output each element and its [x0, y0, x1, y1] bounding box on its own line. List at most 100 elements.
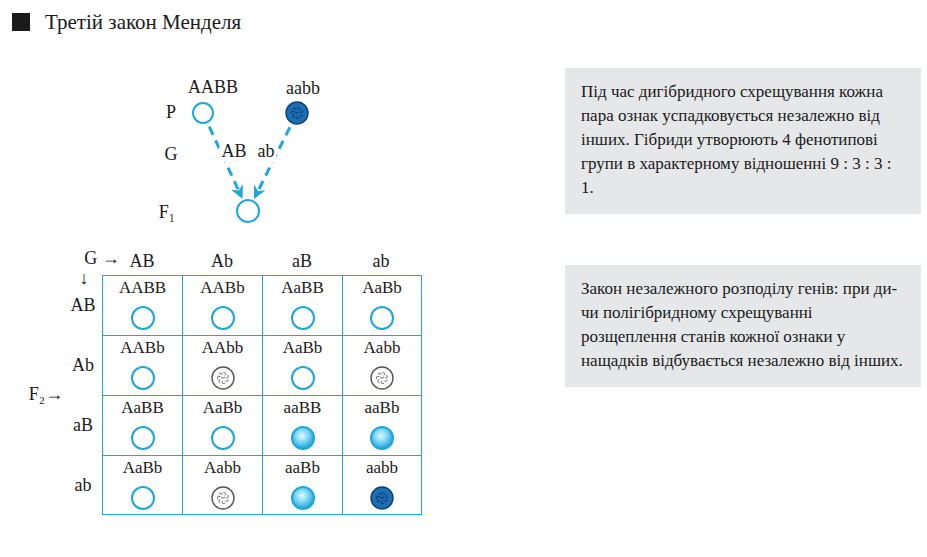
pea-outline: [292, 487, 314, 509]
gamete-label: aB: [73, 416, 93, 436]
pea-wrinkle: [382, 493, 384, 496]
pea-symbol: [210, 425, 236, 451]
pea-node: aabb: [284, 100, 310, 126]
pea-outline: [212, 367, 234, 389]
pea-wrinkle: [378, 379, 380, 382]
pea-symbol: [210, 365, 236, 391]
pea-wrinkle: [293, 108, 296, 110]
gamete-label: ab: [75, 476, 92, 496]
pea-wrinkle: [223, 373, 225, 376]
genotype-label: aabb: [286, 79, 320, 99]
punnett-cell: AAbb: [182, 335, 263, 396]
cell-genotype: AaBB: [103, 396, 182, 418]
pea-wrinkle: [378, 499, 380, 502]
pea-wrinkle: [381, 501, 384, 503]
punnett-cell: AABb: [182, 275, 263, 336]
pea-node: F₁: [235, 198, 261, 224]
cell-genotype: AaBb: [343, 276, 421, 298]
pea-outline: [212, 427, 234, 449]
cell-genotype: aaBB: [263, 396, 342, 418]
pea-wrinkle: [218, 493, 221, 495]
cell-genotype: Aabb: [343, 336, 421, 358]
axis-marker: G →: [84, 249, 120, 269]
note-text: Під час дигібридного схрещування кожна п…: [581, 80, 905, 200]
punnett-cell: aaBB: [262, 395, 343, 456]
pea-wrinkle: [299, 115, 302, 117]
cell-genotype: aaBb: [263, 456, 342, 478]
axis-marker: F₂→: [29, 385, 63, 405]
title-bullet: [12, 13, 30, 31]
pea-symbol: [369, 425, 395, 451]
pea-shape: [191, 101, 215, 125]
pea-outline: [132, 307, 154, 329]
genotype-label: F₁: [159, 203, 175, 223]
punnett-cell: AaBb: [262, 335, 343, 396]
gamete-label: AB: [129, 252, 154, 272]
pea-outline: [292, 367, 314, 389]
punnett-cell: AABb: [102, 335, 183, 396]
note-box: Закон незалежного розподілу генів: при д…: [565, 265, 921, 387]
gamete-label: Ab: [211, 252, 233, 272]
punnett-cell: aaBb: [262, 455, 343, 515]
pea-wrinkle: [385, 495, 387, 498]
cell-genotype: AAbb: [183, 336, 262, 358]
pea-wrinkle: [300, 110, 302, 113]
row-marker: P: [166, 103, 176, 123]
pea-outline: [237, 200, 259, 222]
punnett-cell: AABB: [102, 275, 183, 336]
pea-symbol: [369, 365, 395, 391]
cell-genotype: Aabb: [183, 456, 262, 478]
gamete-label: AB: [219, 142, 248, 162]
pea-wrinkle: [217, 496, 220, 499]
punnett-cell: aabb: [342, 455, 422, 515]
pea-wrinkle: [226, 495, 228, 498]
pea-outline: [371, 487, 393, 509]
pea-symbol: [130, 365, 156, 391]
pea-wrinkle: [378, 373, 381, 375]
cell-genotype: AaBb: [183, 396, 262, 418]
pea-wrinkle: [385, 375, 387, 378]
pea-wrinkle: [380, 497, 384, 498]
note-text: Закон незалежного розподілу генів: при д…: [581, 277, 905, 373]
punnett-cell: AaBb: [102, 455, 183, 515]
pea-wrinkle: [223, 493, 225, 496]
genotype-label: AABB: [188, 78, 238, 98]
pea-symbol: [130, 485, 156, 511]
pea-wrinkle: [384, 380, 387, 382]
gamete-label: ab: [256, 142, 277, 162]
pea-outline: [371, 427, 393, 449]
cell-genotype: AaBb: [103, 456, 182, 478]
pea-symbol: [130, 305, 156, 331]
pea-wrinkle: [296, 116, 299, 118]
pea-outline: [193, 103, 213, 123]
gamete-label: AB: [70, 296, 95, 316]
gamete-label: ab: [373, 252, 390, 272]
axis-marker: ↓: [80, 269, 89, 289]
pea-wrinkle: [376, 376, 379, 379]
pea-symbol: [290, 485, 316, 511]
note-box: Під час дигібридного схрещування кожна п…: [565, 68, 921, 214]
pea-wrinkle: [218, 379, 220, 382]
punnett-cell: aaBb: [342, 395, 422, 456]
pea-wrinkle: [376, 496, 379, 499]
pea-wrinkle: [295, 112, 299, 113]
pea-outline: [292, 307, 314, 329]
pea-symbol: [290, 365, 316, 391]
title: Третій закон Менделя: [45, 10, 241, 35]
punnett-cell: AaBB: [102, 395, 183, 456]
punnett-cell: Aabb: [342, 335, 422, 396]
pea-wrinkle: [382, 373, 384, 376]
pea-wrinkle: [297, 108, 299, 111]
pea-symbol: [210, 485, 236, 511]
cell-genotype: AaBb: [263, 336, 342, 358]
punnett-cell: AaBB: [262, 275, 343, 336]
pea-wrinkle: [384, 500, 387, 502]
pea-outline: [371, 367, 393, 389]
pea-wrinkle: [291, 111, 294, 114]
pea-wrinkle: [378, 493, 381, 495]
pea-wrinkle: [226, 375, 228, 378]
pea-outline: [132, 487, 154, 509]
cell-genotype: AABb: [183, 276, 262, 298]
